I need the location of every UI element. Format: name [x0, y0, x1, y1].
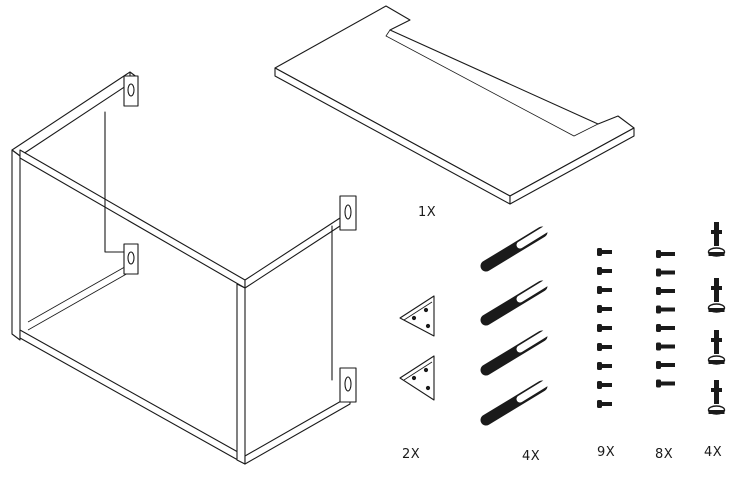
short-screw [597, 343, 612, 351]
short-screw [597, 248, 612, 256]
long-screw [656, 324, 675, 332]
frame-right-post [236, 283, 246, 465]
brackets-quantity: 2X [402, 447, 420, 462]
bracket-inner [403, 361, 433, 381]
bracket-hole [411, 375, 417, 381]
frame-bracket-hole [127, 251, 135, 265]
short-screw [597, 267, 612, 275]
leveling-foot [707, 278, 726, 313]
dowels-quantity: 4X [522, 449, 540, 464]
short-screw [597, 400, 612, 408]
bracket-hole [423, 367, 429, 373]
frame-bracket-top-right [339, 195, 357, 231]
corner-bracket [399, 295, 435, 337]
long-screw [656, 379, 675, 388]
corner-bracket [399, 355, 435, 401]
bracket-hole [411, 315, 417, 321]
bracket-hole [425, 323, 431, 329]
short-screw [597, 286, 612, 294]
bracket-shape [399, 295, 435, 337]
feet-quantity: 4X [704, 445, 722, 460]
short-screw [597, 305, 612, 313]
frame-bottom-rail [19, 329, 246, 465]
bracket-hole [425, 385, 431, 391]
long-screw [656, 287, 675, 295]
short-screw [597, 362, 612, 370]
frame-right-top [244, 217, 341, 289]
dowel [480, 379, 550, 426]
frame-bracket-mid-left [123, 243, 139, 275]
leveling-foot [707, 330, 726, 365]
leveling-foot [707, 222, 726, 257]
cabinet-frame [11, 71, 357, 465]
long-screws-quantity: 8X [655, 447, 673, 462]
frame-bracket-hole [344, 204, 352, 220]
frame-right-bottom [244, 395, 351, 465]
top-panel [274, 5, 635, 205]
dowel [480, 225, 550, 272]
frame-back-left-top [11, 71, 139, 157]
dowel [480, 329, 550, 376]
corner-brackets [399, 295, 435, 401]
frame-bracket-hole [127, 83, 135, 97]
frame-bracket-top-left [123, 75, 139, 107]
top-panel-edge-right [509, 127, 635, 205]
frame-inner-bottom [27, 271, 131, 331]
top-panel-notch [385, 29, 599, 137]
long-screw [656, 305, 675, 314]
frame-inner-bottom-2 [27, 263, 131, 323]
short-screw [597, 381, 612, 389]
short-screws-quantity: 9X [597, 445, 615, 460]
bracket-hole [423, 307, 429, 313]
long-screw [656, 250, 675, 258]
long-screws [656, 250, 675, 388]
frame-bracket-hole [344, 376, 352, 392]
frame-left-post [11, 149, 21, 341]
bracket-inner [403, 301, 433, 321]
short-screw [597, 324, 612, 332]
dowels [480, 225, 550, 426]
dowel [480, 279, 550, 326]
panel-quantity: 1X [418, 205, 436, 220]
frame-back-panel [104, 111, 131, 253]
long-screw [656, 342, 675, 351]
leveling-feet [707, 222, 726, 415]
long-screw [656, 268, 675, 277]
bracket-shape [399, 355, 435, 401]
frame-bracket-bottom-right [339, 367, 357, 403]
long-screw [656, 361, 675, 369]
short-screws [597, 248, 612, 408]
leveling-foot [707, 380, 726, 415]
